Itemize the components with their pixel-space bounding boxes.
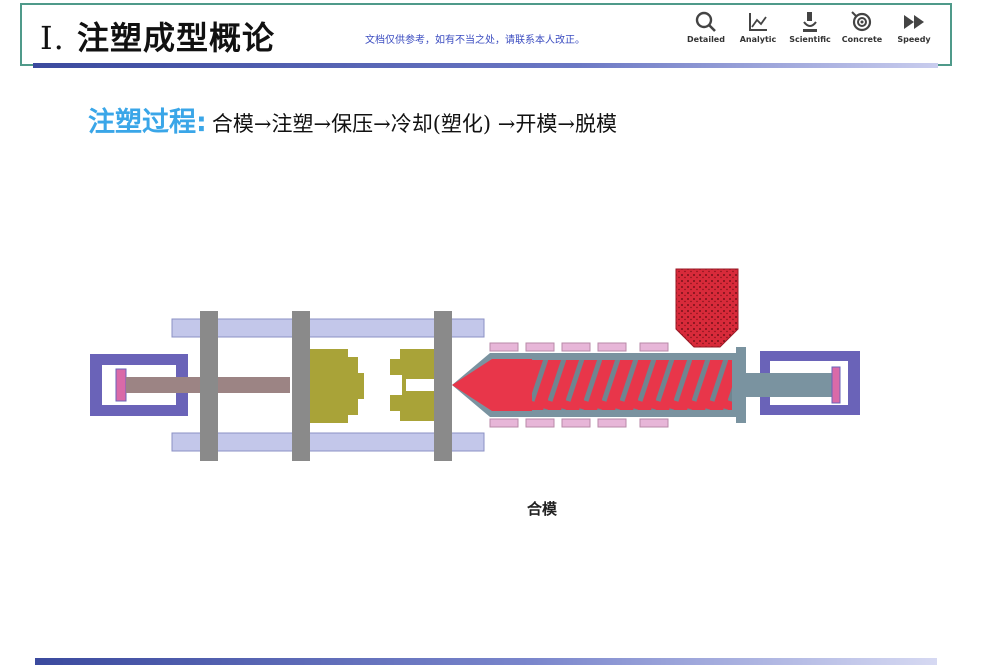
tool-detailed[interactable]: Detailed — [680, 11, 732, 44]
screw-flight — [532, 360, 732, 410]
footer-rule — [35, 658, 937, 665]
heater-band — [525, 342, 555, 352]
header-toolbar: Detailed Analytic Scientific — [680, 11, 940, 44]
tool-label: Analytic — [739, 35, 777, 44]
diagram-caption: 合模 — [527, 500, 558, 518]
clamp-cylinder-end — [115, 368, 127, 402]
tool-label: Concrete — [841, 35, 883, 44]
platen-fixed — [434, 311, 452, 461]
heater-band — [489, 342, 519, 352]
injection-piston-head — [831, 366, 841, 404]
process-line: 注塑过程: 合模→注塑→保压→冷却(塑化) →开模→脱模 — [88, 100, 617, 139]
bottom-rail — [171, 432, 485, 452]
tool-scientific[interactable]: Scientific — [784, 11, 836, 44]
title-text: 注塑成型概论 — [76, 19, 275, 57]
search-icon — [695, 11, 716, 32]
sprue — [406, 379, 434, 391]
tool-label: Detailed — [687, 35, 725, 44]
heater-band — [597, 342, 627, 352]
header-rule — [33, 63, 938, 68]
platen-left — [200, 311, 218, 461]
tool-label: Speedy — [897, 35, 931, 44]
injection-molding-diagram — [90, 268, 860, 461]
tool-speedy[interactable]: Speedy — [888, 11, 940, 44]
mold-half-moving — [310, 349, 364, 423]
process-heading: 注塑过程: — [88, 107, 207, 138]
heater-band — [639, 418, 669, 428]
top-rail — [171, 318, 485, 338]
heater-band — [597, 418, 627, 428]
heater-band — [489, 418, 519, 428]
page-title: Ⅰ. 注塑成型概论 — [40, 13, 275, 59]
melt-nozzle — [452, 359, 532, 411]
target-icon — [851, 11, 872, 32]
process-steps: 合模→注塑→保压→冷却(塑化) →开模→脱模 — [211, 112, 617, 136]
disclaimer-text: 文档仅供参考，如有不当之处，请联系本人改正。 — [365, 35, 585, 46]
heater-band — [561, 342, 591, 352]
heater-band — [525, 418, 555, 428]
platen-moving — [292, 311, 310, 461]
title-number: Ⅰ. — [40, 19, 65, 57]
tool-concrete[interactable]: Concrete — [836, 11, 888, 44]
slide-header: Ⅰ. 注塑成型概论 文档仅供参考，如有不当之处，请联系本人改正。 Detaile… — [20, 3, 952, 66]
heater-band — [561, 418, 591, 428]
tool-label: Scientific — [789, 35, 831, 44]
microscope-icon — [803, 12, 817, 32]
heater-band — [639, 342, 669, 352]
injection-piston-rod — [746, 373, 836, 397]
fast-forward-icon — [904, 15, 924, 29]
chart-icon — [749, 13, 767, 31]
tool-analytic[interactable]: Analytic — [732, 11, 784, 44]
hopper — [675, 268, 739, 348]
